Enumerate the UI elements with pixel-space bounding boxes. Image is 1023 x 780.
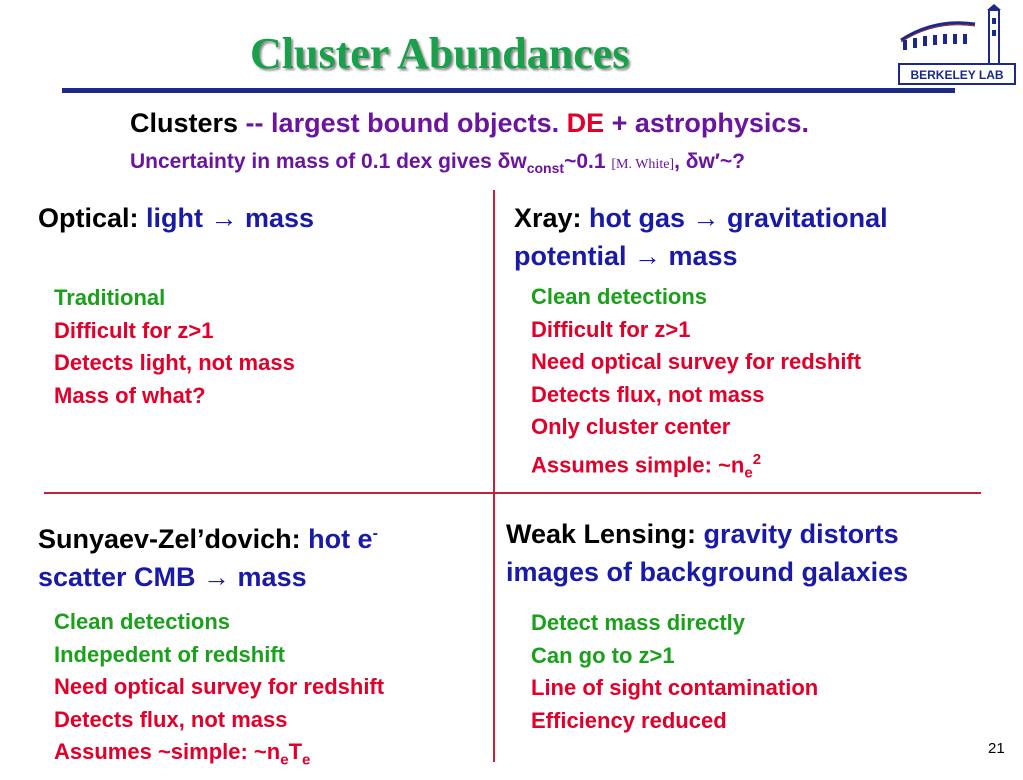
list-item: Difficult for z>1 — [531, 316, 691, 342]
uncertainty-text: Uncertainty in mass of 0.1 dex gives δw — [130, 150, 527, 173]
ne-subscript: e — [744, 464, 753, 482]
slide-title: Cluster Abundances — [250, 29, 630, 78]
lensing-desc-1: gravity distorts — [703, 519, 899, 549]
list-item: Can go to z>1 — [531, 642, 675, 668]
lensing-list: Detect mass directly Can go to z>1 Line … — [531, 607, 818, 737]
list-item: Traditional — [54, 285, 166, 310]
list-item: Detect mass directly — [531, 610, 745, 635]
optical-list: Traditional Difficult for z>1 Detects li… — [54, 282, 295, 412]
uncertainty-tail: , δw′~? — [674, 150, 745, 173]
subtitle-dash: -- — [238, 108, 272, 138]
list-item: Detects light, not mass — [54, 350, 295, 375]
citation: [M. White] — [611, 157, 675, 172]
list-item: Difficult for z>1 — [54, 317, 214, 343]
assumes-simple-text: Assumes simple: ~n — [531, 451, 745, 477]
xray-desc-1: hot gas → gravitational — [589, 203, 888, 233]
lensing-desc-2: images of background galaxies — [506, 557, 909, 587]
subtitle-astrophysics: astrophysics. — [634, 108, 809, 138]
subtitle-line-2: Uncertainty in mass of 0.1 dex gives δwc… — [130, 150, 745, 176]
berkeley-lab-logo: BERKELEY LAB — [895, 4, 1020, 89]
subtitle-line-1: Clusters -- largest bound objects. DE + … — [130, 108, 809, 139]
list-item: Assumes ~simple: ~neTe — [54, 736, 384, 777]
sz-list: Clean detections Indepedent of redshift … — [54, 606, 384, 777]
list-item: Clean detections — [54, 609, 231, 634]
list-item: Mass of what? — [54, 382, 206, 408]
title-underline — [62, 88, 955, 93]
list-item: Line of sight contamination — [531, 675, 819, 700]
list-item: Clean detections — [531, 284, 708, 309]
optical-desc: light → mass — [146, 203, 315, 233]
list-item: Indepedent of redshift — [54, 641, 285, 667]
optical-label: Optical: — [38, 203, 147, 233]
lensing-heading: Weak Lensing: gravity distorts images of… — [506, 515, 908, 591]
ne-subscript: e — [280, 751, 289, 769]
list-item: Assumes simple: ~ne2 — [531, 444, 861, 490]
ne-superscript: 2 — [752, 450, 762, 468]
logo-text: BERKELEY LAB — [910, 68, 1003, 82]
subtitle-clusters: Clusters — [130, 108, 239, 138]
subtitle-plus: + — [604, 108, 635, 138]
subtitle-de: DE — [566, 108, 605, 138]
const-subscript: const — [526, 160, 565, 177]
te-text: T — [288, 739, 303, 764]
te-subscript: e — [302, 751, 311, 769]
list-item: Detects flux, not mass — [531, 381, 765, 407]
optical-heading: Optical: light → mass — [38, 199, 314, 237]
sz-desc-1: hot e — [308, 524, 373, 554]
xray-heading: Xray: hot gas → gravitational potential … — [514, 199, 888, 275]
list-item: Detects flux, not mass — [54, 706, 288, 732]
uncertainty-value: ~0.1 — [564, 150, 612, 173]
list-item: Only cluster center — [531, 414, 731, 439]
list-item: Efficiency reduced — [531, 707, 727, 733]
xray-list: Clean detections Difficult for z>1 Need … — [531, 281, 861, 490]
xray-label: Xray: — [514, 203, 590, 233]
electron-superscript: - — [372, 525, 378, 542]
subtitle-largest-bound: largest bound objects. — [271, 108, 567, 138]
assumes-simple-text: Assumes ~simple: ~n — [54, 739, 281, 764]
sz-desc-2: scatter CMB → mass — [38, 562, 307, 592]
page-number: 21 — [988, 740, 1005, 757]
list-item: Need optical survey for redshift — [54, 674, 385, 699]
vertical-divider — [493, 190, 495, 762]
xray-desc-2: potential → mass — [514, 241, 738, 271]
horizontal-divider — [44, 492, 981, 494]
berkeley-lab-logo-icon: BERKELEY LAB — [898, 4, 1016, 85]
sz-heading: Sunyaev-Zel’dovich: hot e- scatter CMB →… — [38, 515, 378, 596]
sz-label: Sunyaev-Zel’dovich: — [38, 524, 309, 554]
list-item: Need optical survey for redshift — [531, 349, 862, 374]
lensing-label: Weak Lensing: — [506, 519, 704, 549]
